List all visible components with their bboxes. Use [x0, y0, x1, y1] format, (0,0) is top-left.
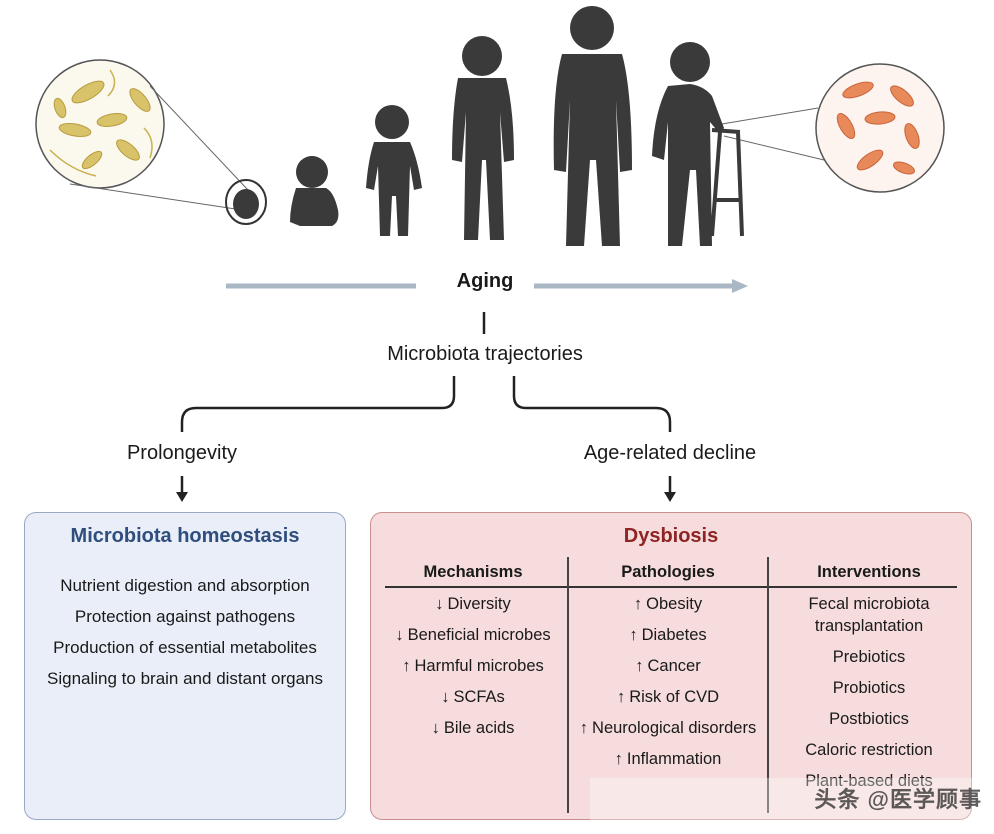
dysbiosis-item: ↑Risk of CVD	[571, 686, 765, 708]
dysbiosis-item-text: Inflammation	[626, 750, 722, 768]
dysbiosis-item: ↑Neurological disorders	[571, 717, 765, 739]
dysbiosis-item-text: Harmful microbes	[414, 657, 544, 675]
dysbiosis-item: ↑Diabetes	[571, 624, 765, 646]
adolescent-silhouette	[452, 36, 514, 240]
homeostasis-item: Nutrient digestion and absorption	[60, 576, 310, 595]
dysbiosis-item-text: Bile acids	[443, 719, 515, 737]
dysbiosis-item-text: SCFAs	[453, 688, 505, 706]
microbiota-trajectories-label: Microbiota trajectories	[387, 343, 583, 365]
arrow-up-icon: ↑	[633, 595, 643, 613]
branch-bracket	[180, 376, 672, 432]
dysbiosis-item: Plant-based diets	[771, 770, 967, 792]
dysbiosis-item: ↓Bile acids	[381, 717, 565, 739]
mechanisms-header: Mechanisms	[423, 563, 523, 581]
dysbiosis-item-text: Cancer	[647, 657, 701, 675]
healthy-microbiota-circle	[35, 59, 249, 211]
dysbiosis-item-text: Diversity	[447, 595, 511, 613]
homeostasis-item: Signaling to brain and distant organs	[47, 669, 323, 688]
dysbiosis-item: ↑Inflammation	[571, 748, 765, 770]
elderly-silhouette	[652, 42, 744, 246]
dysbiosis-item: Caloric restriction	[771, 739, 967, 761]
prolongevity-label: Prolongevity	[126, 442, 238, 464]
dysbiosis-title: Dysbiosis	[623, 525, 719, 547]
dysbiosis-item-text: Risk of CVD	[629, 688, 720, 706]
dysbiotic-microbiota-circle	[721, 63, 945, 193]
dysbiosis-item-text: Postbiotics	[829, 710, 909, 728]
adult-silhouette	[553, 6, 632, 246]
baby-silhouette	[290, 156, 339, 226]
toddler-silhouette	[366, 105, 422, 236]
dysbiosis-item-text: Probiotics	[832, 679, 906, 697]
arrow-down-icon: ↓	[441, 688, 450, 706]
dysbiosis-item: ↑Cancer	[571, 655, 765, 677]
arrow-down-icon: ↓	[431, 719, 440, 737]
dysbiosis-item-text: Fecal microbiota transplantation	[808, 595, 930, 635]
dysbiosis-item-text: Beneficial microbes	[407, 626, 551, 644]
fetus-silhouette	[225, 179, 267, 225]
column-divider	[767, 557, 769, 813]
dysbiosis-item-text: Neurological disorders	[592, 719, 757, 737]
arrow-down-icon: ↓	[395, 626, 404, 644]
dysbiosis-item: ↓Diversity	[381, 593, 565, 615]
homeostasis-item: Production of essential metabolites	[53, 638, 317, 657]
dysbiosis-item: ↓Beneficial microbes	[381, 624, 565, 646]
age-related-decline-label: Age-related decline	[583, 442, 757, 464]
branch-arrows	[176, 476, 676, 502]
pathologies-list: ↑Obesity↑Diabetes↑Cancer↑Risk of CVD↑Neu…	[571, 593, 765, 770]
arrow-down-icon: ↓	[435, 595, 444, 613]
homeostasis-title: Microbiota homeostasis	[70, 525, 300, 547]
dysbiosis-item-text: Prebiotics	[832, 648, 906, 666]
homeostasis-list: Nutrient digestion and absorption Protec…	[25, 575, 345, 699]
watermark-backdrop	[590, 778, 990, 826]
table-header-rule	[385, 586, 957, 588]
watermark-text: 头条 @医学顾事	[814, 787, 982, 812]
dysbiosis-item: Fecal microbiota transplantation	[771, 593, 967, 637]
dysbiosis-item: ↓SCFAs	[381, 686, 565, 708]
aging-label: Aging	[456, 270, 514, 292]
arrow-up-icon: ↑	[402, 657, 411, 675]
dysbiosis-item: ↑Obesity	[571, 593, 765, 615]
dysbiosis-item-text: Caloric restriction	[805, 741, 933, 759]
mechanisms-column: Mechanisms ↓Diversity↓Beneficial microbe…	[381, 561, 565, 748]
arrow-up-icon: ↑	[616, 688, 626, 706]
interventions-header: Interventions	[817, 563, 921, 581]
dysbiosis-item-text: Obesity	[646, 595, 703, 613]
dysbiosis-item-text: Plant-based diets	[805, 772, 933, 790]
dysbiosis-panel: Dysbiosis Mechanisms ↓Diversity↓Benefici…	[370, 512, 972, 820]
arrow-up-icon: ↑	[635, 657, 644, 675]
dysbiosis-item-text: Diabetes	[641, 626, 707, 644]
homeostasis-item: Protection against pathogens	[74, 607, 296, 626]
arrow-up-icon: ↑	[614, 750, 623, 768]
dysbiosis-item: Postbiotics	[771, 708, 967, 730]
aging-timeline-arrow	[226, 279, 748, 293]
arrow-up-icon: ↑	[579, 719, 589, 737]
arrow-up-icon: ↑	[629, 626, 638, 644]
homeostasis-panel: Microbiota homeostasis Nutrient digestio…	[24, 512, 346, 820]
column-divider	[567, 557, 569, 813]
pathologies-column: Pathologies ↑Obesity↑Diabetes↑Cancer↑Ris…	[571, 561, 765, 779]
dysbiosis-item: Prebiotics	[771, 646, 967, 668]
dysbiosis-item: Probiotics	[771, 677, 967, 699]
pathologies-header: Pathologies	[621, 563, 715, 581]
interventions-column: Interventions Fecal microbiota transplan…	[771, 561, 967, 801]
mechanisms-list: ↓Diversity↓Beneficial microbes↑Harmful m…	[381, 593, 565, 739]
dysbiosis-item: ↑Harmful microbes	[381, 655, 565, 677]
